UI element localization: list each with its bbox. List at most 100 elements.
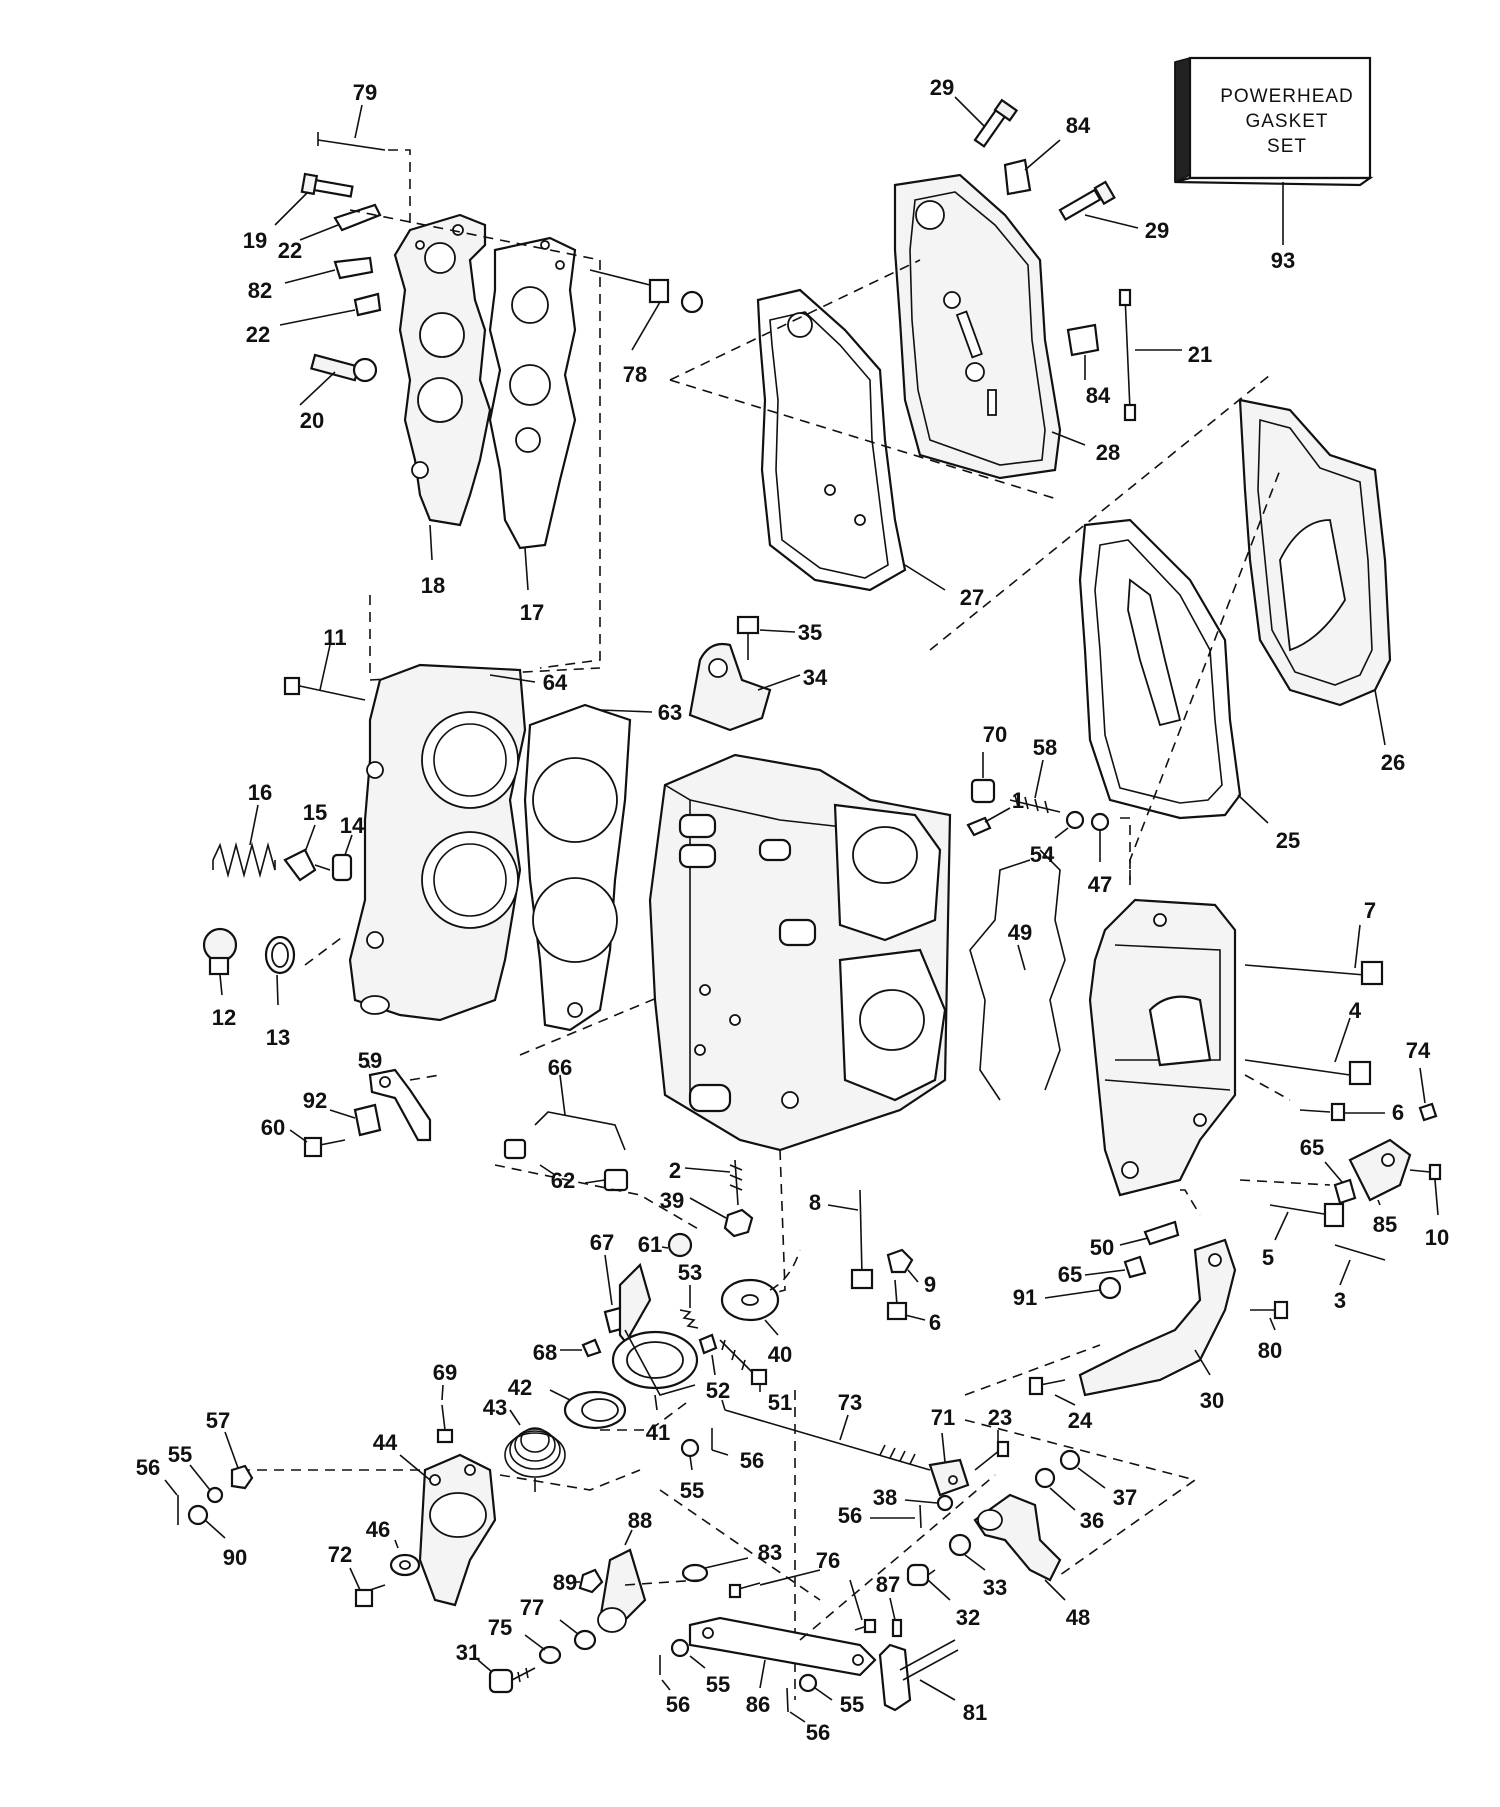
part-24-screw	[1028, 1376, 1076, 1406]
part-78-plug	[589, 269, 704, 351]
callout-43: 43	[483, 1395, 507, 1420]
part-73-throttle-rod	[721, 1399, 931, 1471]
part-79-rod	[317, 104, 386, 151]
part-39-nut	[689, 1197, 754, 1238]
part-87-pin	[889, 1597, 903, 1638]
crankcase-half-right	[1088, 898, 1237, 1197]
part-52-pin	[698, 1333, 718, 1376]
part-42-bushing	[549, 1389, 627, 1430]
callout-68: 68	[533, 1340, 557, 1365]
part-9-nut	[886, 1248, 919, 1283]
part-19-bolt	[274, 172, 354, 226]
gasket-box-line1: POWERHEAD	[1220, 86, 1354, 107]
part-55-washer-bottom-left	[670, 1638, 706, 1669]
part-48-lever-bracket	[973, 1493, 1066, 1601]
callout-3: 3	[1334, 1288, 1346, 1313]
part-29-bolt-top	[954, 96, 1019, 148]
callout-22: 22	[246, 322, 270, 347]
part-46-washer	[389, 1539, 421, 1577]
gasket-box-line3: SET	[1267, 136, 1307, 157]
part-58-stud	[1009, 759, 1061, 814]
callout-78: 78	[623, 362, 647, 387]
part-74-screw	[1418, 1067, 1438, 1122]
part-61-nut	[661, 1232, 693, 1258]
part-11-bolt	[283, 644, 366, 701]
callout-51: 51	[768, 1390, 792, 1415]
part-76-screws	[728, 1569, 877, 1634]
callout-38: 38	[873, 1485, 897, 1510]
callout-88: 88	[628, 1508, 652, 1533]
callout-14: 14	[340, 813, 365, 838]
part-2-stud	[684, 1159, 743, 1206]
callout-5: 5	[1262, 1245, 1274, 1270]
part-80-screw	[1250, 1300, 1289, 1331]
callout-64: 64	[543, 670, 568, 695]
part-62-fittings	[503, 1138, 629, 1192]
part-21-ground-wire	[1118, 288, 1182, 422]
part-71-connector	[928, 1432, 970, 1497]
callout-32: 32	[956, 1605, 980, 1630]
part-59-bracket	[364, 1057, 432, 1142]
part-26-cover	[1238, 398, 1392, 746]
callout-29: 29	[930, 75, 954, 100]
part-47-nut	[1090, 812, 1110, 862]
part-56-pin-left	[164, 1479, 179, 1525]
callout-63: 63	[658, 700, 682, 725]
part-51-screw	[719, 1339, 768, 1392]
part-22-clip-bottom	[279, 292, 382, 326]
part-53-spring	[679, 1285, 699, 1329]
part-56-pin-mid	[711, 1428, 729, 1456]
part-10-screw	[1409, 1163, 1442, 1216]
callout-59: 59	[358, 1048, 382, 1073]
callout-67: 67	[590, 1230, 614, 1255]
part-27-gasket	[756, 288, 946, 592]
part-56-pin-bottom-right	[786, 1687, 806, 1723]
callout-74: 74	[1406, 1038, 1431, 1063]
callout-54: 54	[1030, 842, 1055, 867]
callout-79: 79	[353, 80, 377, 105]
callout-56: 56	[740, 1448, 764, 1473]
callout-46: 46	[366, 1517, 390, 1542]
callout-69: 69	[433, 1360, 457, 1385]
callout-16: 16	[248, 780, 272, 805]
part-72-screw	[349, 1567, 386, 1608]
callout-55: 55	[840, 1692, 864, 1717]
gasket-box-line2: GASKET	[1245, 111, 1328, 132]
part-8-bolt	[827, 1189, 874, 1290]
part-92-clip	[329, 1103, 382, 1137]
part-75-washer	[524, 1634, 562, 1665]
part-15-valve	[283, 824, 331, 882]
callout-66: 66	[548, 1055, 572, 1080]
callout-50: 50	[1090, 1235, 1114, 1260]
part-81-lever-pin	[878, 1639, 959, 1712]
part-56-pin-bottom-left	[659, 1655, 671, 1691]
callout-56: 56	[666, 1692, 690, 1717]
callout-80: 80	[1258, 1338, 1282, 1363]
callout-58: 58	[1033, 735, 1057, 760]
part-41-cam-ring	[611, 1262, 699, 1411]
callout-22: 22	[278, 238, 302, 263]
callout-9: 9	[924, 1272, 936, 1297]
part-55-washer-bottom-right	[798, 1673, 833, 1701]
callout-41: 41	[646, 1420, 670, 1445]
part-84-clip-top	[1003, 139, 1061, 196]
callout-39: 39	[660, 1188, 684, 1213]
callout-84: 84	[1086, 383, 1111, 408]
part-13-gasket-ring	[264, 935, 296, 1006]
callout-48: 48	[1066, 1605, 1090, 1630]
crankcase-block	[648, 753, 952, 1152]
part-17-exhaust-gasket	[488, 236, 577, 591]
part-35-bolt	[736, 615, 796, 660]
callout-36: 36	[1080, 1508, 1104, 1533]
part-77-screw	[559, 1619, 597, 1651]
callout-34: 34	[803, 665, 828, 690]
part-16-spring	[212, 804, 276, 879]
callout-53: 53	[678, 1260, 702, 1285]
callout-82: 82	[248, 278, 272, 303]
part-22-clip-top	[299, 203, 382, 241]
callout-76: 76	[816, 1548, 840, 1573]
callout-92: 92	[303, 1088, 327, 1113]
part-65-fitting-right	[1324, 1161, 1357, 1205]
callout-6: 6	[929, 1310, 941, 1335]
